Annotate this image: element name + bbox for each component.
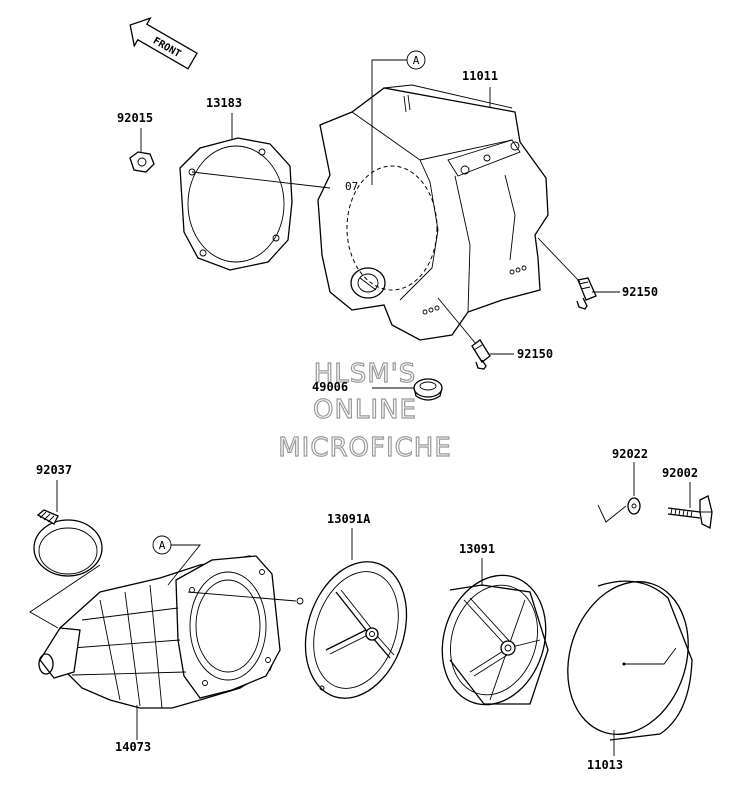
label-13091: 13091	[459, 542, 495, 556]
watermark-line2: ONLINE	[313, 395, 417, 425]
backing-plate-part	[296, 561, 408, 699]
front-arrow-icon: FRONT	[129, 16, 198, 70]
label-92150-right: 92150	[622, 285, 658, 299]
label-92037: 92037	[36, 463, 72, 477]
watermark-line3: MICROFICHE	[278, 433, 452, 463]
label-92022: 92022	[612, 447, 648, 461]
bolt-right-part	[576, 277, 597, 310]
watermark-line1: HLSM'S	[314, 359, 417, 389]
svg-text:07: 07	[345, 180, 358, 193]
label-92002: 92002	[662, 466, 698, 480]
label-92015: 92015	[117, 111, 153, 125]
gasket-part	[179, 137, 293, 271]
clamp-part	[33, 509, 103, 577]
label-92150-lower: 92150	[517, 347, 553, 361]
intake-duct-part	[38, 555, 281, 709]
bolt-lower-part	[471, 339, 491, 370]
callout-a-bottom: A	[159, 539, 166, 552]
callout-a-top: A	[413, 54, 420, 67]
label-49006: 49006	[312, 380, 348, 394]
washer-part	[627, 497, 641, 515]
label-14073: 14073	[115, 740, 151, 754]
cap-part	[413, 378, 443, 401]
wing-bolt-part	[667, 495, 713, 529]
label-11011: 11011	[462, 69, 498, 83]
nut-part	[129, 151, 155, 173]
label-13183: 13183	[206, 96, 242, 110]
filter-element-part	[567, 580, 693, 741]
label-11013: 11013	[587, 758, 623, 772]
label-13091A: 13091A	[327, 512, 371, 526]
filter-cage-part	[441, 574, 549, 706]
air-cleaner-case: 07	[317, 84, 549, 341]
watermark: HLSM'S ONLINE MICROFICHE	[278, 358, 452, 463]
